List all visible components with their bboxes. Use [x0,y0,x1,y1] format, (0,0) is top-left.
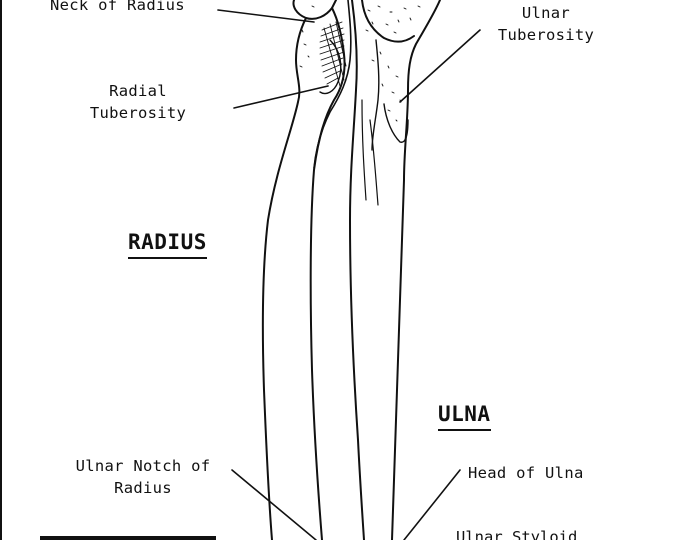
leader-ulnar-notch [231,469,317,540]
label-ulnar-styloid-cut: Ulnar Styloid [456,528,578,540]
label-head-of-ulna: Head of Ulna [468,464,584,482]
ulna-title-text: ULNA [438,402,491,426]
radius-title-text: RADIUS [128,230,207,254]
label-ulnar-notch: Ulnar Notch of Radius [56,455,230,499]
ulna-bone [349,0,441,540]
label-ulna-title: ULNA [438,402,491,431]
leader-head-of-ulna [403,469,461,540]
label-ulnar-notch-line2: Radius [114,479,172,497]
label-ulnar-tuberosity-line1: Ulnar [521,4,571,22]
frame-border [0,0,2,540]
leader-lines [217,9,481,540]
radius-title-underline [128,257,207,259]
label-radial-tuberosity-line2: Tuberosity [89,104,187,122]
label-radial-tuberosity: Radial Tuberosity [76,80,200,124]
leader-neck-of-radius [217,9,315,23]
label-radial-tuberosity-line1: Radial [109,82,167,100]
radius-bone [261,0,352,540]
ulna-stippling [299,5,421,122]
cut-off-title-fragment [40,536,216,540]
label-ulnar-tuberosity-line2: Tuberosity [497,26,595,44]
label-ulnar-notch-line1: Ulnar Notch of [75,457,211,475]
label-neck-of-radius: Neck of Radius [50,0,185,14]
label-radius-title: RADIUS [128,230,207,259]
leader-ulnar-tuberosity [399,29,481,103]
ulna-title-underline [438,429,491,431]
tuberosity-hatching [319,21,347,87]
leader-radial-tuberosity [233,85,329,109]
label-ulnar-tuberosity: Ulnar Tuberosity [484,2,608,46]
